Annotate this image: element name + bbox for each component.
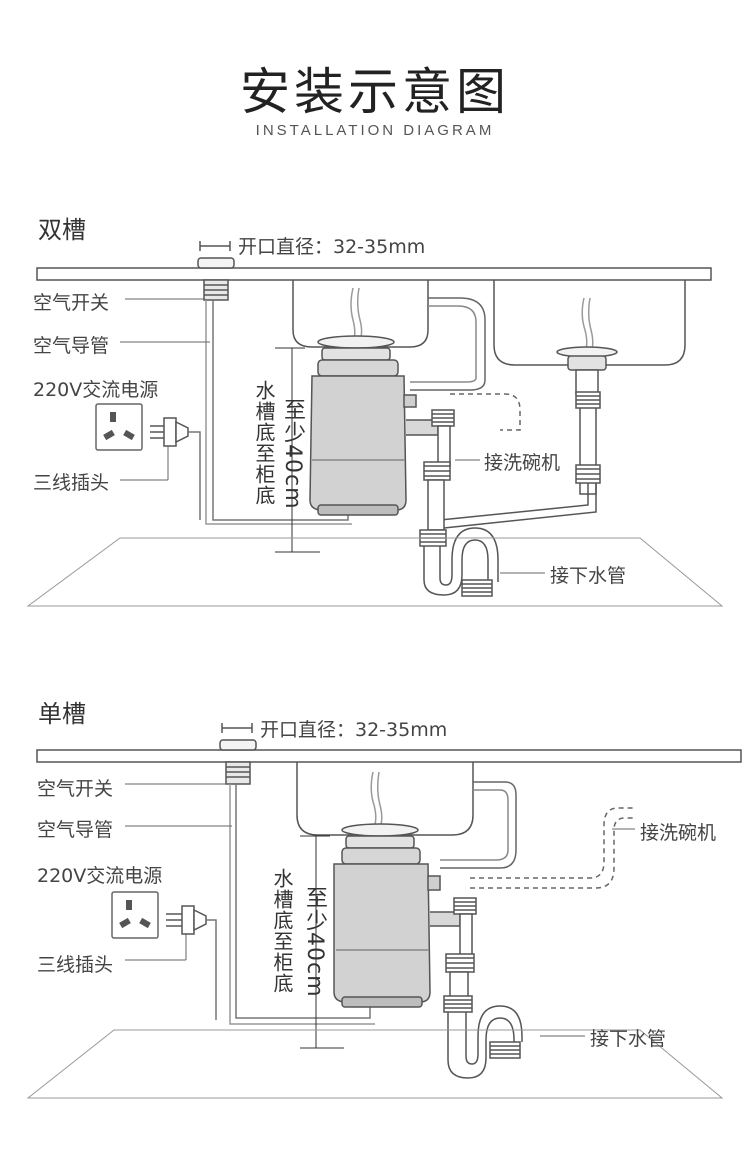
section-title-double: 双槽 (38, 216, 86, 244)
plug-label-2: 三线插头 (37, 954, 114, 976)
distance-label: 水槽底至柜底 (252, 380, 276, 506)
opening-diameter-label: 开口直径：32-35mm (238, 236, 426, 258)
power-source-label-2: 220V交流电源 (37, 865, 163, 887)
opening-diameter-label-2: 开口直径：32-35mm (260, 719, 448, 741)
distance-label-2: 水槽底至柜底 (270, 868, 294, 994)
air-tube-label-2: 空气导管 (37, 819, 114, 841)
countertop (36, 267, 712, 281)
page-subtitle: INSTALLATION DIAGRAM (255, 122, 495, 139)
cabinet-floor (26, 537, 724, 607)
min-distance-label: 至少40cm (280, 398, 305, 510)
air-switch-label-2: 空气开关 (37, 778, 114, 800)
air-switch-cap (197, 257, 235, 269)
disposer-motor (309, 375, 407, 511)
disposer-body (317, 359, 399, 377)
drain-pipe-label: 接下水管 (550, 565, 627, 587)
sink-flange (317, 335, 395, 349)
page-title: 安装示意图 (240, 63, 510, 121)
dishwasher-dashed-line (450, 393, 521, 431)
drain-pipe-label-2: 接下水管 (590, 1028, 667, 1050)
min-distance-label-2: 至少40cm (302, 886, 327, 998)
dishwasher-label-2: 接洗碗机 (640, 822, 717, 844)
power-source-label: 220V交流电源 (33, 379, 159, 401)
air-switch-label: 空气开关 (33, 292, 110, 314)
air-tube-label: 空气导管 (33, 335, 110, 357)
section-title-single: 单槽 (38, 700, 86, 728)
countertop-2 (36, 749, 742, 763)
dishwasher-label: 接洗碗机 (484, 452, 561, 474)
dishwasher-hose (410, 297, 486, 391)
power-socket (95, 403, 143, 451)
plug-label: 三线插头 (33, 472, 110, 494)
p-trap (423, 539, 489, 596)
three-pin-plug (150, 417, 201, 520)
double-sink-diagram (26, 241, 724, 607)
single-sink-diagram (26, 723, 742, 1099)
